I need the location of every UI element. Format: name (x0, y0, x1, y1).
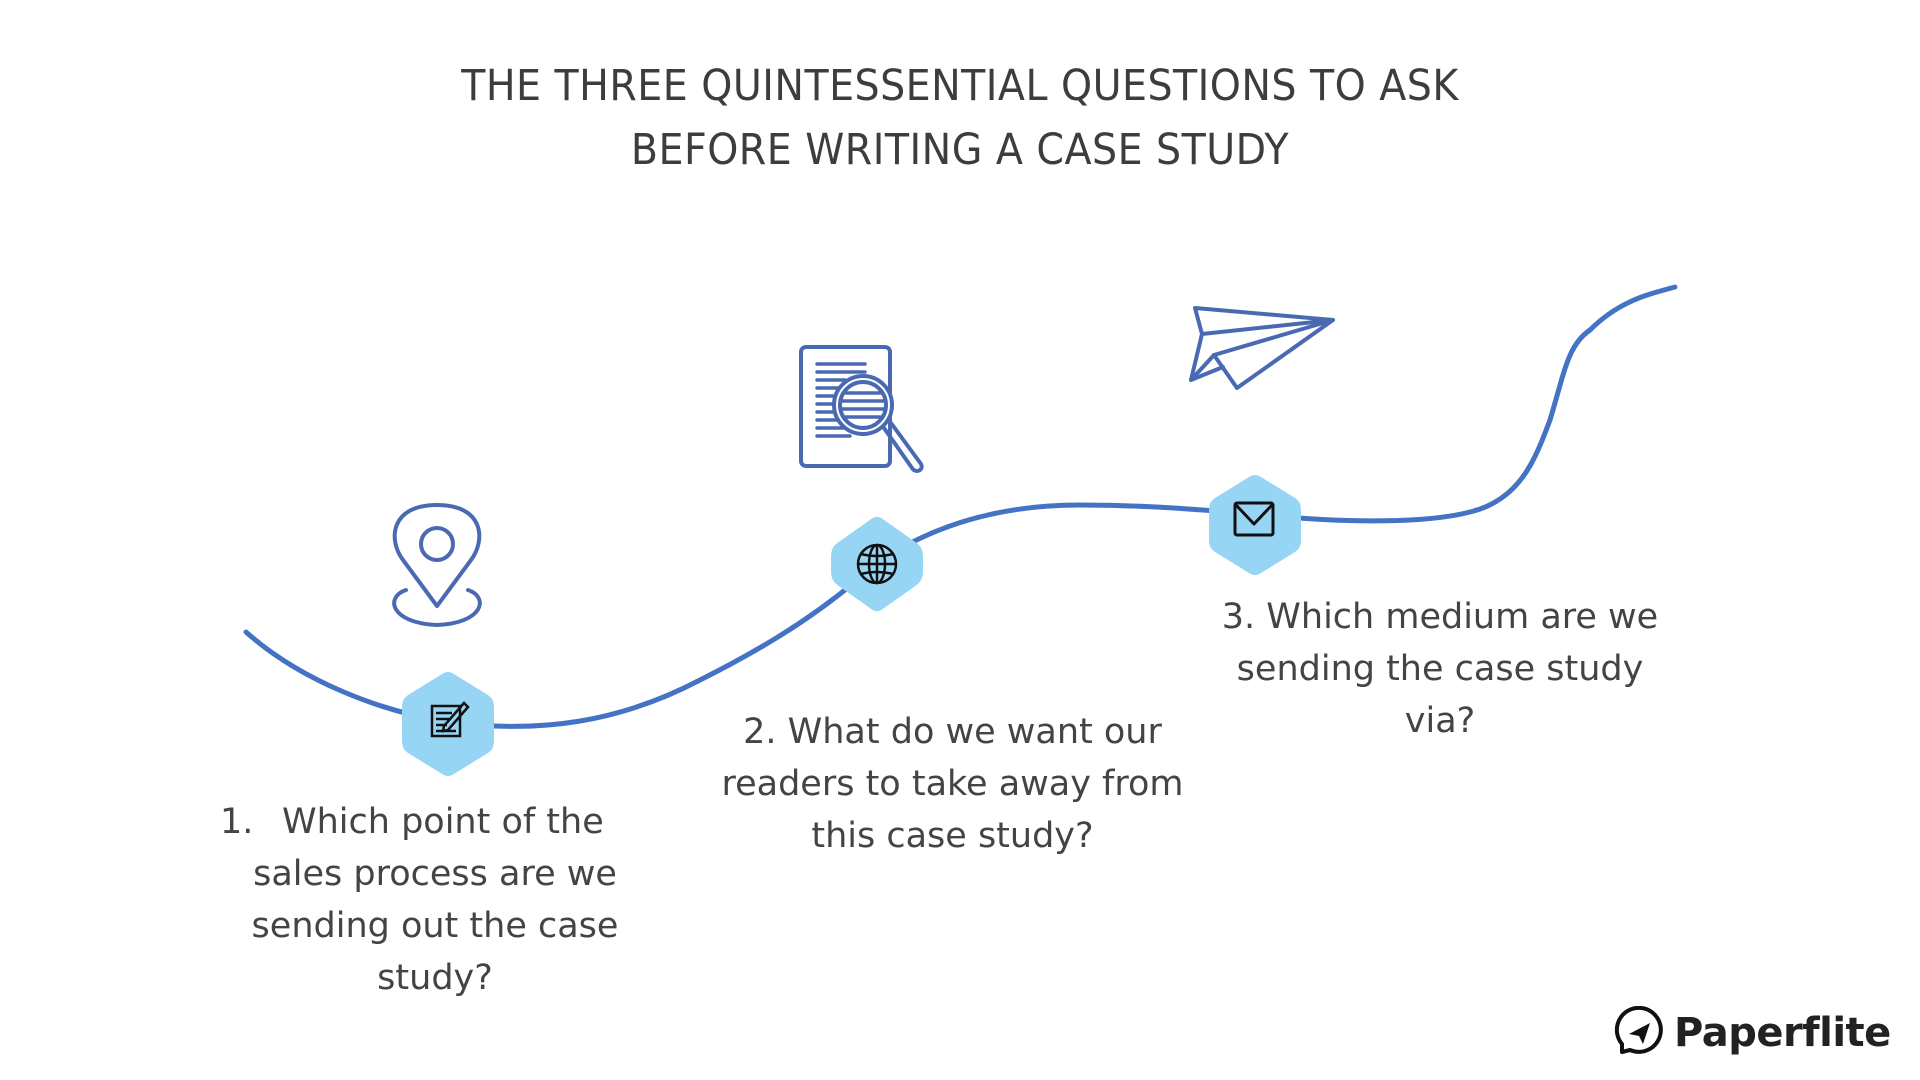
step-3-line-2: sending the case study (1236, 649, 1644, 689)
paper-plane-icon (1189, 306, 1335, 390)
location-pin-icon (392, 503, 482, 627)
step-1-line-4: study? (377, 958, 493, 998)
step-2-line-2: readers to take away from (721, 764, 1184, 804)
step-2-line-1: 2. What do we want our (743, 712, 1162, 752)
step-1-line-1: 1.Which point of the (220, 796, 650, 848)
paperflite-logo: Paperflite (1612, 1006, 1891, 1060)
step-3-line-3: via? (1404, 701, 1476, 741)
step-1-line-3: sending out the case (251, 906, 619, 946)
title-line-1: THE THREE QUINTESSENTIAL QUESTIONS TO AS… (461, 61, 1459, 111)
step-1-node (402, 672, 494, 776)
paperflite-logo-icon (1614, 1006, 1663, 1054)
edit-document-icon (430, 701, 470, 738)
title-line-2: BEFORE WRITING A CASE STUDY (630, 125, 1290, 175)
step-2-line-3: this case study? (811, 816, 1094, 856)
step-1-question: 1.Which point of the sales process are w… (220, 796, 650, 1004)
step-2-question: 2. What do we want our readers to take a… (710, 706, 1195, 862)
page-title: THE THREE QUINTESSENTIAL QUESTIONS TO AS… (77, 54, 1843, 182)
globe-icon (856, 543, 898, 585)
step-1-line-2: sales process are we (253, 854, 617, 894)
step-2-node (831, 516, 923, 612)
envelope-icon (1233, 501, 1275, 537)
journey-path (243, 284, 1678, 729)
logo-text: Paperflite (1674, 1010, 1891, 1056)
step-3-line-1: 3. Which medium are we (1221, 597, 1659, 637)
step-1-number: 1. (220, 802, 254, 842)
hexagon (402, 672, 494, 776)
step-3-question: 3. Which medium are we sending the case … (1205, 591, 1675, 747)
step-3-node (1209, 475, 1301, 575)
document-search-icon (799, 345, 924, 473)
